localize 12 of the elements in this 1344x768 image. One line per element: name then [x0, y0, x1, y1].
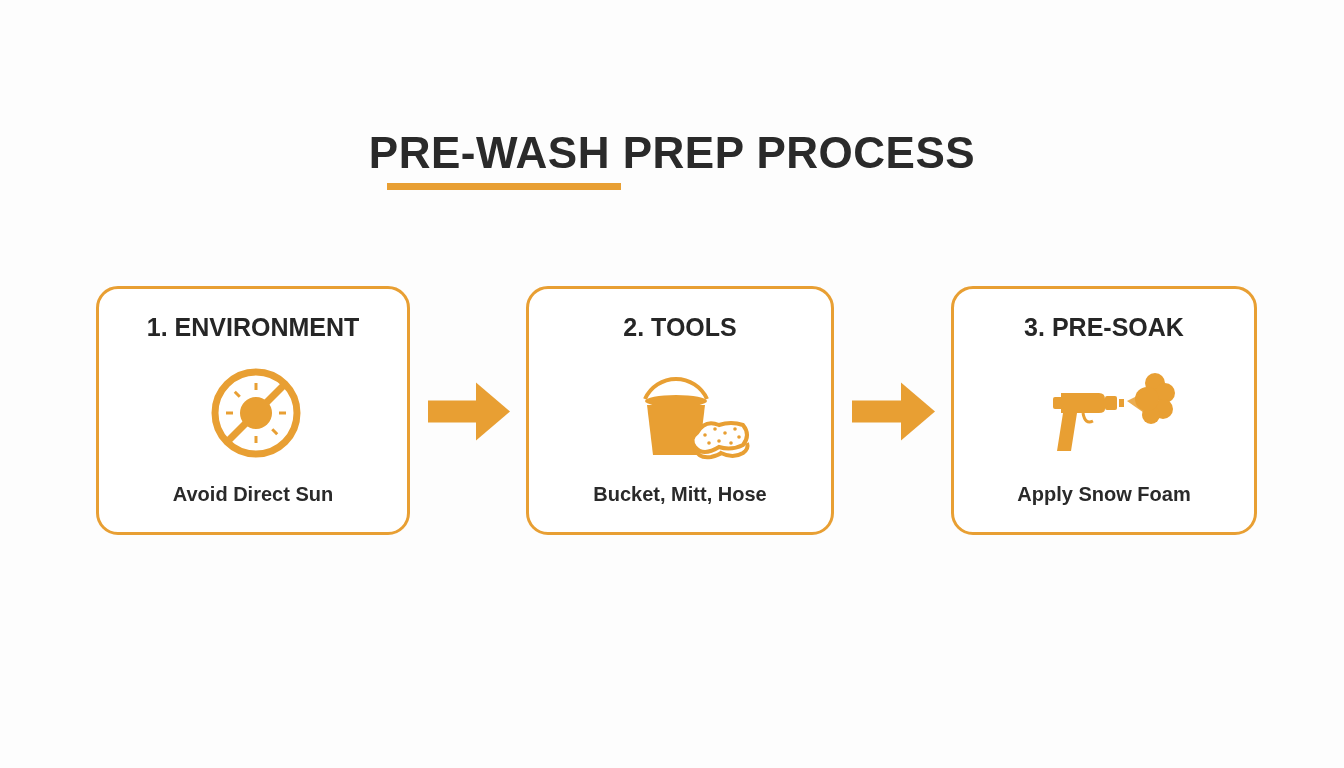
step-card: [951, 286, 1257, 535]
step-description: Bucket, Mitt, Hose: [592, 483, 768, 506]
step-heading: 1. ENVIRONMENT: [146, 313, 360, 342]
step-description: Avoid Direct Sun: [171, 483, 335, 506]
step-description: Apply Snow Foam: [1016, 483, 1192, 506]
diagram-title: PRE-WASH PREP PROCESS: [367, 128, 977, 178]
step-heading: 3. PRE-SOAK: [1024, 313, 1184, 342]
step-heading: 2. TOOLS: [623, 313, 737, 342]
arrow: [852, 382, 935, 441]
step-card: [96, 286, 410, 535]
arrow: [428, 382, 510, 441]
step-card: [526, 286, 834, 535]
